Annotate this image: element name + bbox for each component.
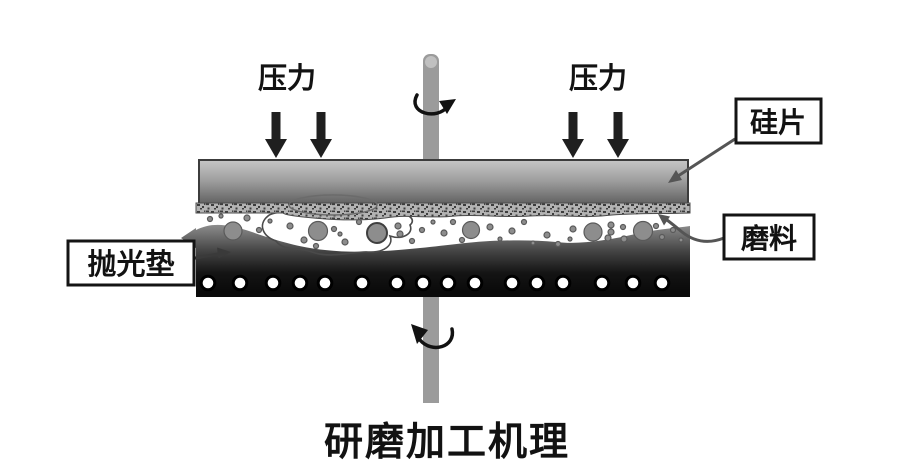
pad-holes (199, 274, 671, 292)
spindle-cap (425, 56, 437, 68)
abrasive-particle (366, 222, 388, 244)
pressure-label-right: 压力 (569, 62, 627, 95)
abrasive-callout: 磨料 (658, 213, 816, 261)
abrasive-dots (206, 213, 684, 250)
abrasive-leader-arrow (666, 218, 725, 243)
pressure-arrows (265, 112, 629, 158)
wafer-leader-arrow (677, 137, 736, 178)
pad-label-box (66, 239, 196, 287)
abrasive-label-box (722, 213, 816, 261)
down-arrow-icon (265, 112, 287, 158)
down-arrow-icon (310, 112, 332, 158)
pad-label: 抛光垫 (87, 248, 174, 281)
wafer-plate (198, 159, 689, 206)
pressure-label-left: 压力 (258, 62, 316, 95)
down-arrow-icon (607, 112, 629, 158)
abrasive-particle (632, 220, 654, 242)
abrasive-particles (206, 213, 684, 250)
contact-ellipse (288, 194, 378, 216)
wafer-label-box (734, 97, 823, 145)
abrasive-particle (307, 220, 329, 242)
polishing-pad (181, 224, 690, 297)
rotation-arrow-top-icon (413, 93, 456, 116)
wafer-callout: 硅片 (668, 97, 823, 183)
abrasive-label: 磨料 (741, 223, 797, 255)
abrasive-film-band (195, 202, 691, 221)
down-arrow-icon (562, 112, 584, 158)
abrasive-particle (583, 222, 603, 242)
diagram-caption: 研磨加工机理 (324, 421, 570, 464)
abrasive-particle (461, 220, 481, 240)
spindle-bottom (423, 296, 439, 403)
wafer-label: 硅片 (750, 107, 806, 139)
rotation-arrow-bottom-icon (411, 324, 455, 350)
abrasive-particle (223, 221, 243, 241)
spindle-top (423, 54, 439, 166)
pad-callout: 抛光垫 (66, 239, 231, 287)
